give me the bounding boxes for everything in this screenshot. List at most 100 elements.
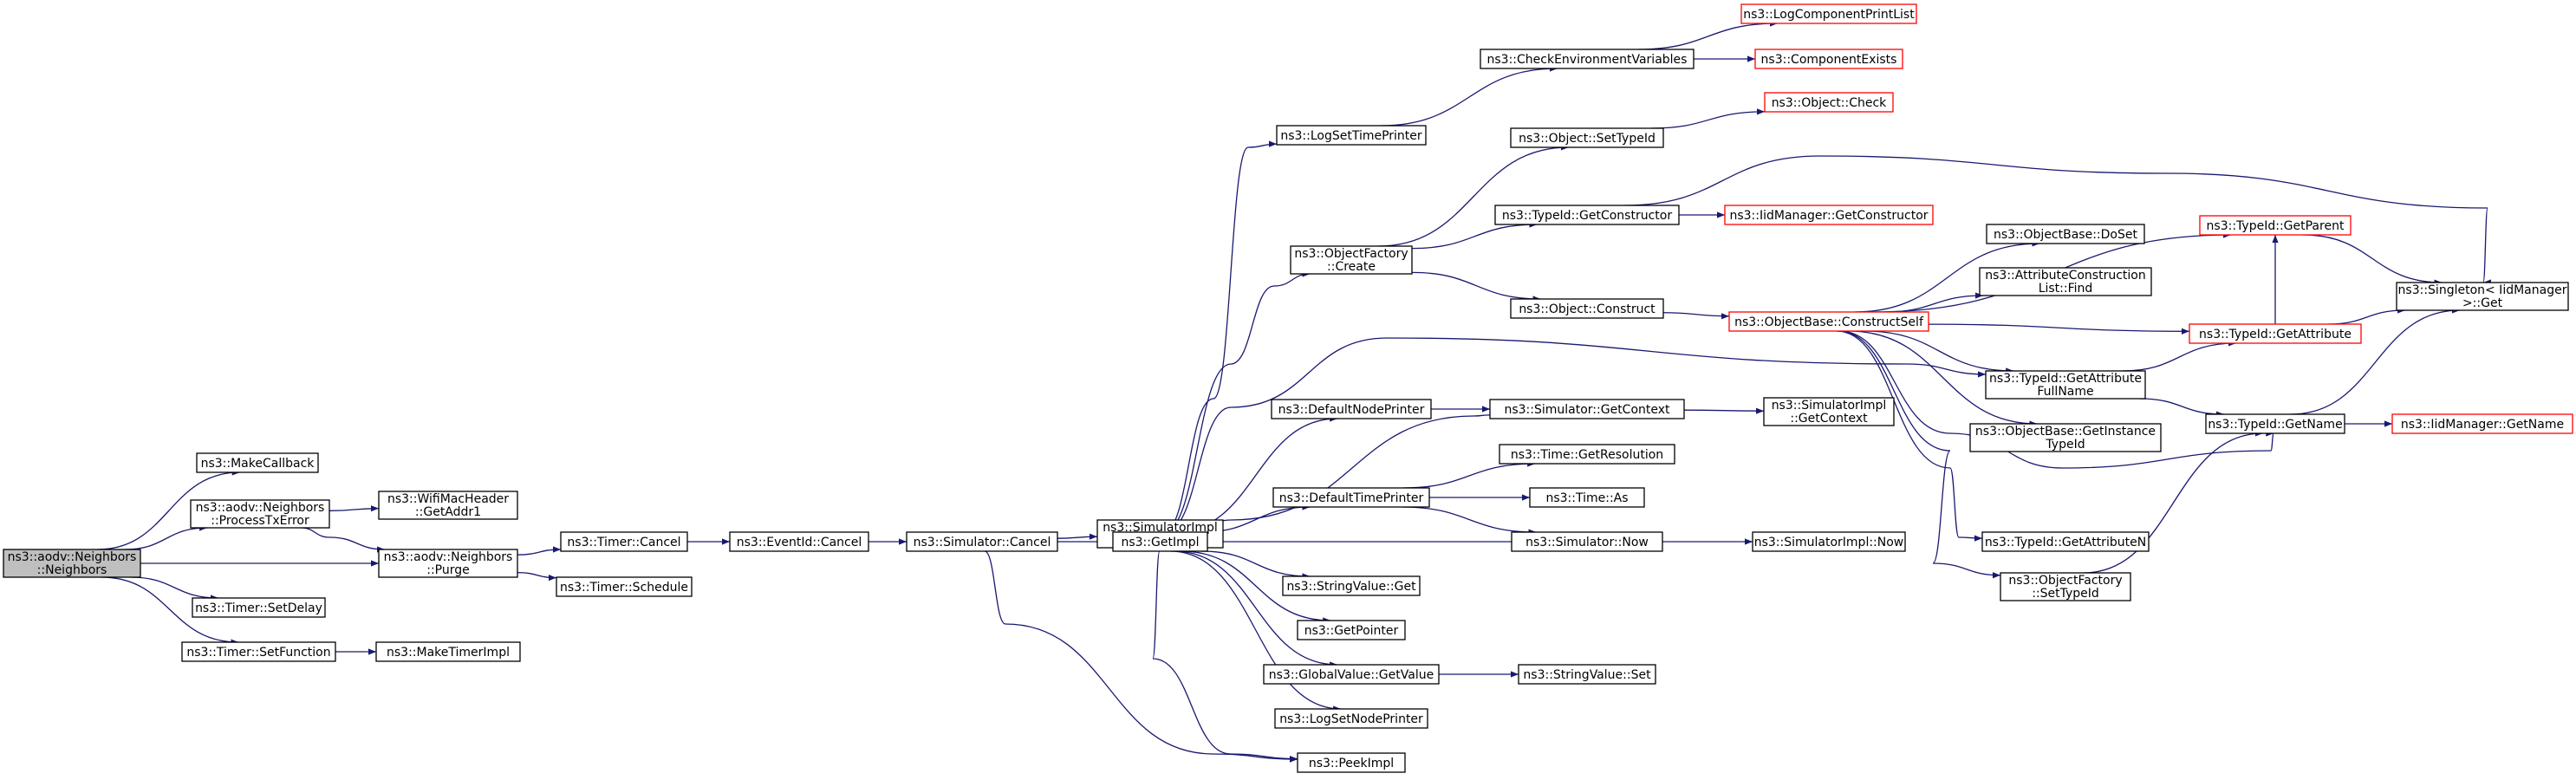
edge-cenv-to-logcpl	[1638, 20, 1778, 50]
node-label: ns3::SimulatorImpl	[1772, 399, 1887, 413]
node-label: ns3::aodv::Neighbors	[196, 501, 325, 515]
node-svget[interactable]: ns3::StringValue::Get	[1282, 575, 1421, 596]
node-label: ns3::Singleton< IidManager	[2398, 283, 2567, 297]
node-compex[interactable]: ns3::ComponentExists	[1754, 49, 1903, 69]
node-oconstr[interactable]: ns3::Object::Construct	[1510, 298, 1664, 319]
edge-obcs-to-ofsettid	[1838, 330, 2001, 579]
node-tsched[interactable]: ns3::Timer::Schedule	[556, 576, 693, 597]
node-box	[1740, 3, 1917, 24]
node-svset[interactable]: ns3::StringValue::Set	[1518, 664, 1656, 685]
edge-line	[124, 524, 208, 550]
node-tas[interactable]: ns3::Time::As	[1529, 487, 1645, 508]
node-label: ns3::TypeId::GetParent	[2207, 219, 2345, 233]
node-evcancel[interactable]: ns3::EventId::Cancel	[729, 531, 869, 552]
node-box	[1494, 205, 1680, 225]
node-maketimer[interactable]: ns3::MakeTimerImpl	[375, 641, 521, 662]
node-box	[2391, 413, 2573, 434]
edge-line	[1638, 20, 1778, 50]
node-makecb[interactable]: ns3::MakeCallback	[196, 452, 319, 473]
node-label: ns3::AttributeConstruction	[1985, 269, 2145, 283]
edge-getimpl-to-lognp	[1170, 550, 1342, 712]
node-setdelay[interactable]: ns3::Timer::SetDelay	[192, 597, 326, 618]
edge-line	[1402, 460, 1536, 489]
edge-line	[1683, 407, 1765, 414]
node-snow[interactable]: ns3::Simulator::Now	[1511, 531, 1663, 552]
edge-line	[1170, 550, 1342, 712]
node-obdoset[interactable]: ns3::ObjectBase::DoSet	[1986, 224, 2145, 244]
node-box	[1979, 267, 2152, 296]
edge-line	[101, 576, 239, 646]
node-dnp[interactable]: ns3::DefaultNodePrinter	[1271, 399, 1432, 419]
node-ofsettid[interactable]: ns3::ObjectFactory::SetTypeId	[2000, 572, 2131, 601]
node-iidgn[interactable]: ns3::IidManager::GetName	[2391, 413, 2573, 434]
node-tcancel[interactable]: ns3::Timer::Cancel	[560, 531, 688, 552]
node-tgetres[interactable]: ns3::Time::GetResolution	[1499, 444, 1675, 465]
edge-logtp-to-cenv	[1380, 65, 1558, 127]
node-box	[1274, 708, 1428, 729]
node-label: List::Find	[2039, 282, 2093, 296]
node-label: ns3::ObjectFactory	[1294, 247, 1408, 261]
node-sigetctx[interactable]: ns3::SimulatorImpl::GetContext	[1763, 397, 1895, 426]
edge-line	[1864, 330, 2014, 374]
edge-line	[1662, 312, 1730, 320]
node-cenv[interactable]: ns3::CheckEnvironmentVariables	[1480, 49, 1695, 69]
edge-line	[2290, 307, 2460, 415]
node-getimpl[interactable]: ns3::GetImpl	[1112, 531, 1208, 552]
node-osettid[interactable]: ns3::Object::SetTypeId	[1510, 127, 1664, 148]
node-label: ns3::ObjectBase::DoSet	[1994, 228, 2137, 242]
node-setfunc[interactable]: ns3::Timer::SetFunction	[181, 641, 336, 662]
node-logcpl[interactable]: ns3::LogComponentPrintList	[1740, 3, 1917, 24]
edge-getimpl-to-svget	[1201, 550, 1311, 580]
node-box	[1518, 664, 1656, 685]
node-dtp[interactable]: ns3::DefaultTimePrinter	[1272, 487, 1430, 508]
edge-line	[301, 527, 385, 553]
node-box	[1297, 620, 1406, 640]
node-peek[interactable]: ns3::PeekImpl	[1297, 752, 1406, 773]
node-tidgn[interactable]: ns3::TypeId::GetName	[2205, 413, 2345, 434]
edge-line	[1651, 108, 1766, 129]
node-sgetctx[interactable]: ns3::Simulator::GetContext	[1489, 399, 1685, 419]
node-label: ns3::SimulatorImpl	[1103, 521, 1218, 535]
node-iidgc[interactable]: ns3::IidManager::GetConstructor	[1724, 205, 1934, 225]
node-sinow[interactable]: ns3::SimulatorImpl::Now	[1752, 531, 1906, 552]
edge-getimpl-to-ofcreate	[1163, 270, 1311, 533]
node-label: ns3::DefaultTimePrinter	[1279, 491, 1424, 505]
edge-line	[1152, 550, 1298, 763]
node-tidgan[interactable]: ns3::TypeId::GetAttributeN	[1981, 531, 2150, 552]
edge-oconstr-to-obcs	[1662, 312, 1730, 320]
node-purge[interactable]: ns3::aodv::Neighbors::Purge	[378, 549, 518, 578]
edge-root-to-setfunc	[101, 576, 239, 646]
node-obcs[interactable]: ns3::ObjectBase::ConstructSelf	[1728, 311, 1929, 332]
node-ofcreate[interactable]: ns3::ObjectFactory::Create	[1290, 245, 1413, 275]
edge-line	[1181, 550, 1331, 624]
node-wifi[interactable]: ns3::WifiMacHeader::GetAddr1	[378, 491, 518, 520]
node-ptx[interactable]: ns3::aodv::Neighbors::ProcessTxError	[190, 499, 330, 529]
node-gvget[interactable]: ns3::GlobalValue::GetValue	[1263, 664, 1440, 685]
node-box	[1529, 487, 1645, 508]
node-root[interactable]: ns3::aodv::Neighbors::Neighbors	[3, 549, 141, 578]
edge-line	[1411, 271, 1541, 302]
node-label: ns3::Object::Check	[1772, 96, 1887, 110]
edge-line	[1174, 550, 1338, 668]
node-logtp[interactable]: ns3::LogSetTimePrinter	[1276, 125, 1427, 146]
node-box	[1724, 205, 1934, 225]
node-getptr[interactable]: ns3::GetPointer	[1297, 620, 1406, 640]
node-singleton[interactable]: ns3::Singleton< IidManager >::Get	[2396, 282, 2569, 311]
node-box	[375, 641, 521, 662]
edge-line	[1165, 337, 1987, 533]
node-tidgp[interactable]: ns3::TypeId::GetParent	[2199, 215, 2352, 236]
node-label: ns3::StringValue::Get	[1286, 580, 1416, 594]
node-ocheck[interactable]: ns3::Object::Check	[1764, 92, 1894, 113]
node-scancel[interactable]: ns3::Simulator::Cancel	[906, 531, 1058, 552]
node-label: ns3::ObjectBase::GetInstance	[1975, 425, 2156, 439]
node-lognp[interactable]: ns3::LogSetNodePrinter	[1274, 708, 1428, 729]
edge-dtp-to-snow	[1402, 506, 1537, 536]
node-label: ns3::TypeId::GetConstructor	[1502, 209, 1672, 223]
edge-ofcreate-to-tidgc	[1411, 221, 1538, 250]
node-tidgc[interactable]: ns3::TypeId::GetConstructor	[1494, 205, 1680, 225]
node-tidga[interactable]: ns3::TypeId::GetAttribute	[2189, 323, 2362, 344]
